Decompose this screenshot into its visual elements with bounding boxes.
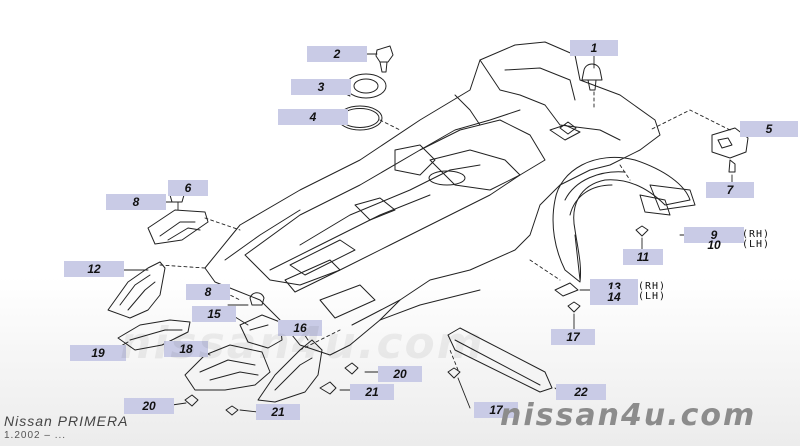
part-19-undercover <box>117 319 191 351</box>
callout-17-right: 17 <box>551 329 595 345</box>
callout-22: 22 <box>556 384 606 400</box>
callout-7: 7 <box>706 182 754 198</box>
callout-20-left: 20 <box>124 398 174 414</box>
watermark-logo: nissan4u.com <box>500 398 757 433</box>
parts-15-8-center <box>239 292 283 349</box>
callout-11: 11 <box>623 249 663 265</box>
side-label-9: (RH) <box>742 229 771 240</box>
callout-10: 10 <box>707 238 721 252</box>
callout-5: 5 <box>740 121 798 137</box>
callout-18: 18 <box>164 341 208 357</box>
parts-5-7 <box>711 127 749 173</box>
model-name: Nissan PRIMERA <box>4 413 129 429</box>
callout-3: 3 <box>291 79 351 95</box>
part-22-member <box>447 327 553 393</box>
floor-pan <box>204 41 661 356</box>
part-12-bracket <box>107 261 166 319</box>
watermark-faint: nissan4u.com <box>120 318 485 369</box>
callout-14: 14 <box>590 289 638 305</box>
part-1-plug <box>559 63 603 135</box>
side-label-13: (RH) <box>638 281 667 292</box>
callout-19: 19 <box>70 345 126 361</box>
callout-12: 12 <box>64 261 124 277</box>
callout-20-right: 20 <box>378 366 422 382</box>
fasteners <box>184 225 649 416</box>
callout-9: 9 <box>684 227 744 243</box>
callout-2: 2 <box>307 46 367 62</box>
side-label-14: (LH) <box>638 291 667 302</box>
callout-1: 1 <box>570 40 618 56</box>
callout-21-right: 21 <box>350 384 394 400</box>
callout-6: 6 <box>168 180 208 196</box>
callout-8-center: 8 <box>186 284 230 300</box>
callout-8-left: 8 <box>106 194 166 210</box>
callout-16: 16 <box>278 320 322 336</box>
part-18-undercover <box>184 344 271 391</box>
part-16-cover <box>257 339 323 403</box>
production-date: 1.2002 – ... <box>4 430 67 441</box>
side-label-10: (LH) <box>742 239 771 250</box>
callout-4: 4 <box>278 109 348 125</box>
callout-15: 15 <box>192 306 236 322</box>
callout-21-left: 21 <box>256 404 300 420</box>
wheel-house-liner <box>552 156 696 283</box>
callout-17-bottom: 17 <box>474 402 518 418</box>
